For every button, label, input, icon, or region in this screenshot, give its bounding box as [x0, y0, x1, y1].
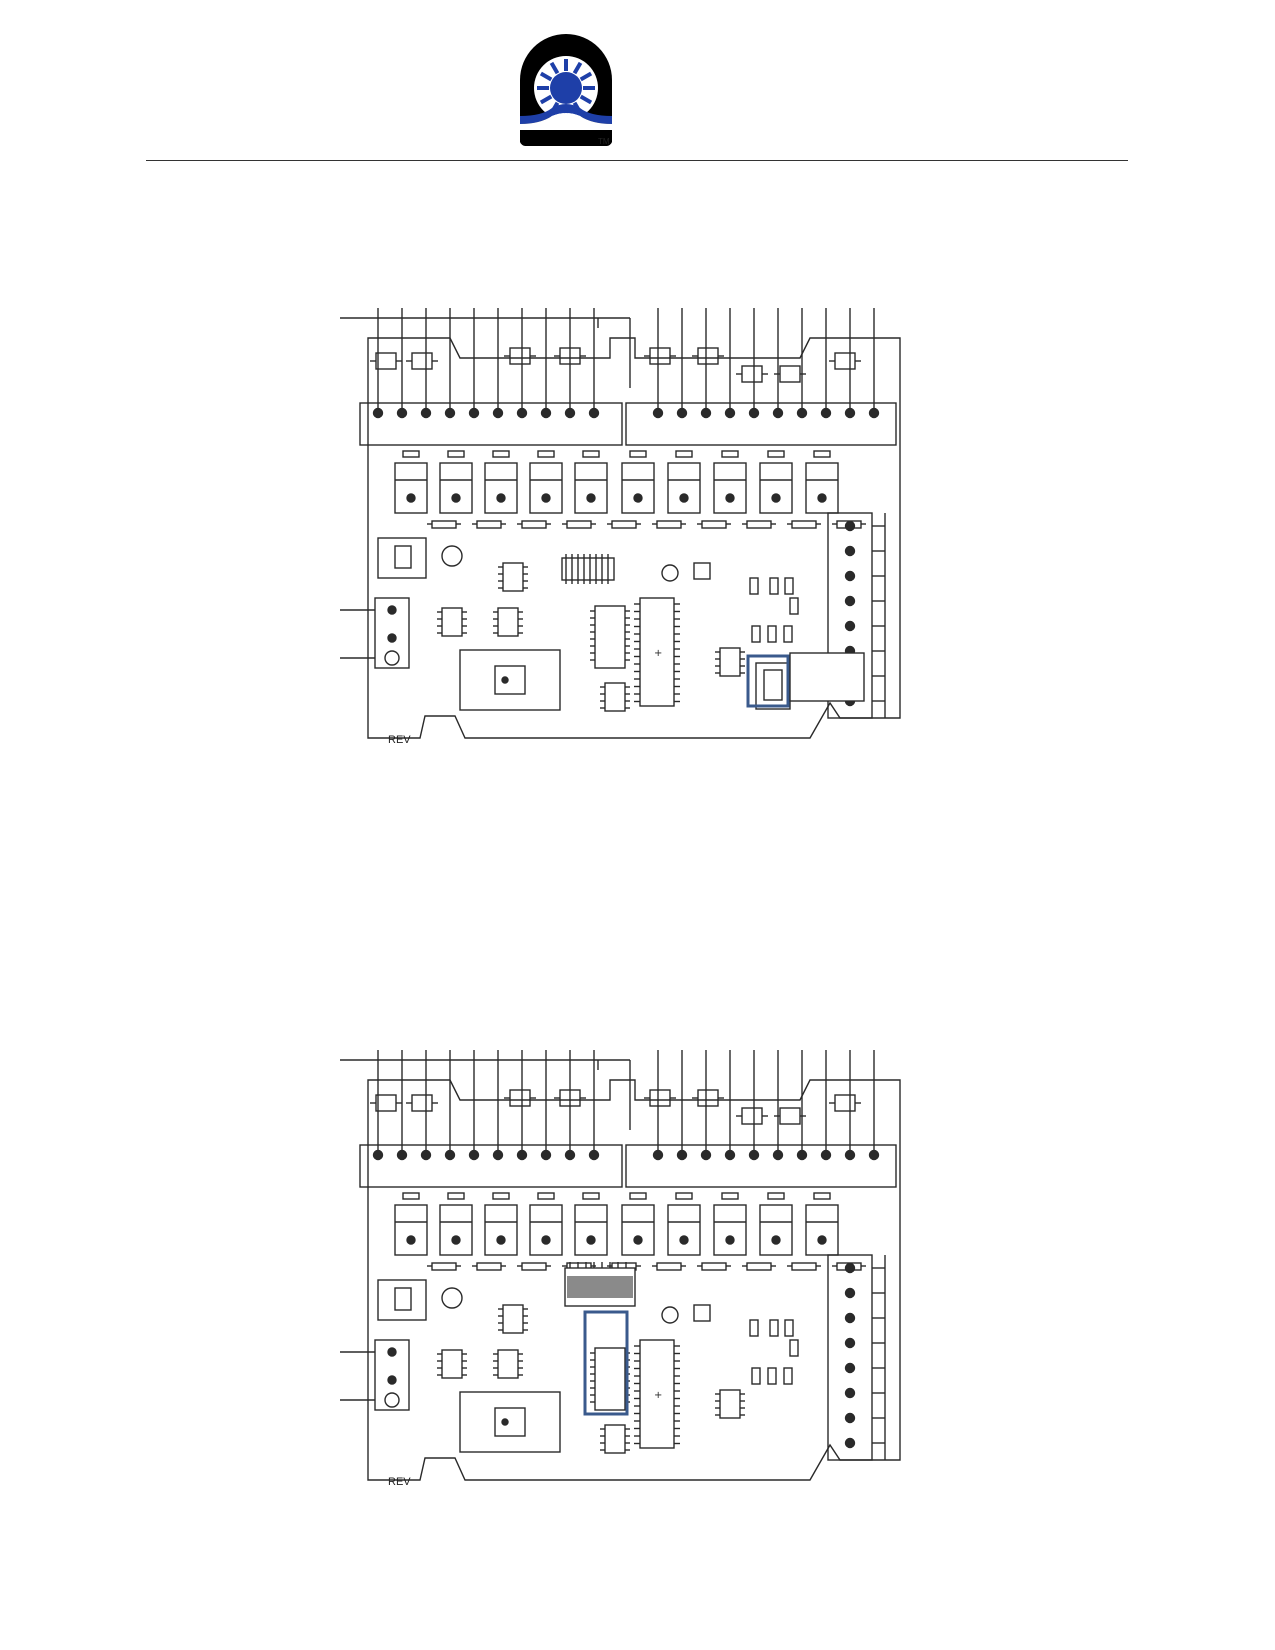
svg-text:+: + — [654, 648, 662, 659]
board-label: REV — [388, 1476, 411, 1488]
circuit-board-drawing: + REV — [340, 1050, 901, 1488]
svg-text:+: + — [654, 1390, 662, 1401]
circuit-board-figure-1: + REV — [340, 308, 930, 778]
trademark-symbol: TM — [598, 137, 610, 146]
header-rule — [146, 160, 1128, 161]
company-logo — [520, 34, 612, 146]
circuit-board-drawing: + REV — [340, 308, 901, 746]
circuit-board-figure-2: + REV — [340, 1050, 930, 1520]
board-label: REV — [388, 734, 411, 746]
